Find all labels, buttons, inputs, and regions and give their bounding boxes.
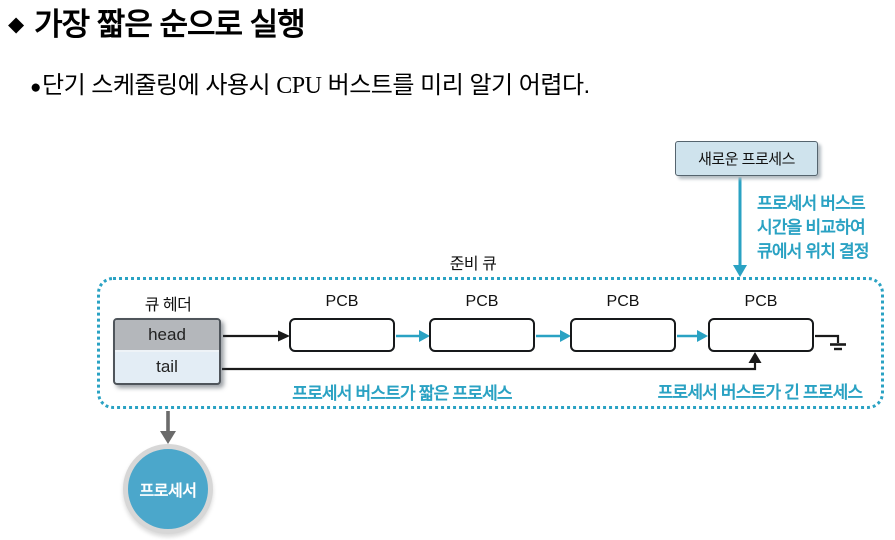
queue-header-label: 큐 헤더 (144, 297, 192, 314)
head-cell: head (115, 320, 219, 352)
processor-label: 프로세서 (139, 483, 197, 500)
tail-cell: tail (115, 352, 219, 384)
ready-queue-boundary (97, 277, 884, 409)
pcb1-box (289, 318, 395, 352)
bullet-line: ●단기 스케줄링에 사용시 CPU 버스트를 미리 알기 어렵다. (30, 68, 590, 106)
circle-bullet-icon: ● (30, 77, 41, 98)
annotation-line-3: 큐에서 위치 결정 (757, 242, 870, 261)
pcb2-box (429, 318, 535, 352)
page-title-text: 가장 짧은 순으로 실행 (34, 7, 306, 42)
pcb2-label: PCB (465, 293, 499, 310)
annotation-line-2: 시간을 비교하여 (757, 218, 866, 237)
pcb4-label: PCB (744, 293, 778, 310)
ready-queue-label: 준비 큐 (449, 256, 497, 273)
short-burst-caption: 프로세서 버스트가 짧은 프로세스 (292, 384, 512, 403)
pcb1-label: PCB (325, 293, 359, 310)
pcb4-box (708, 318, 814, 352)
pcb3-label: PCB (606, 293, 640, 310)
queue-header-box: head tail (113, 318, 221, 385)
diamond-bullet-icon: ◆ (8, 13, 24, 36)
new-process-box: 새로운 프로세스 (675, 141, 818, 176)
bullet-text-pre: 단기 스케줄링에 사용시 (41, 72, 277, 99)
bullet-text-acronym: CPU (276, 73, 322, 99)
queue-to-processor-arrow (160, 411, 176, 444)
head-label: head (148, 324, 186, 344)
new-process-label: 새로운 프로세스 (698, 151, 795, 168)
page-title: ◆ 가장 짧은 순으로 실행 (8, 4, 306, 46)
tail-label: tail (156, 357, 178, 377)
annotation-line-1: 프로세서 버스트 (757, 194, 866, 213)
new-process-arrow (733, 177, 747, 277)
pcb3-box (570, 318, 676, 352)
burst-compare-annotation: 프로세서 버스트 시간을 비교하여 큐에서 위치 결정 (757, 192, 870, 264)
long-burst-caption: 프로세서 버스트가 긴 프로세스 (657, 383, 864, 402)
bullet-text-post: 버스트를 미리 알기 어렵다. (321, 72, 591, 99)
processor-circle: 프로세서 (123, 444, 213, 534)
